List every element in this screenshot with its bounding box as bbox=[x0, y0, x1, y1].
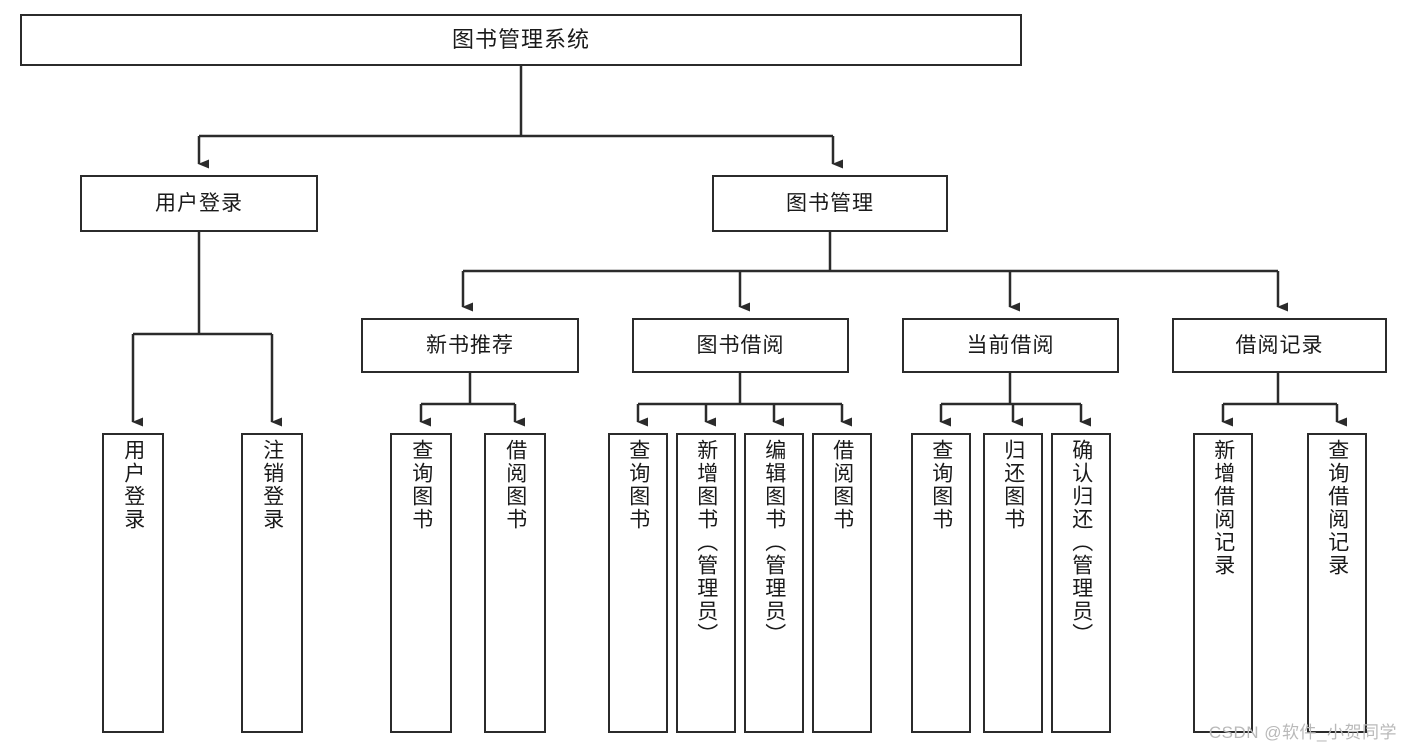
node-label: 借阅图书 bbox=[503, 439, 527, 531]
node-label: 查询图书 bbox=[929, 439, 953, 531]
node-leaf-return-book[interactable]: 归还图书 bbox=[983, 433, 1043, 733]
node-leaf-user-login[interactable]: 用户登录 bbox=[102, 433, 164, 733]
node-label: 用户登录 bbox=[155, 191, 243, 215]
node-leaf-borrow-book[interactable]: 借阅图书 bbox=[812, 433, 872, 733]
node-label: 查询图书 bbox=[626, 439, 650, 531]
node-leaf-add-book-admin[interactable]: 新增图书（管理员） bbox=[676, 433, 736, 733]
edge-newbook-to-leaves bbox=[419, 373, 525, 427]
node-label: 图书借阅 bbox=[696, 333, 785, 357]
node-label: 编辑图书（管理员） bbox=[762, 439, 786, 646]
node-leaf-query-book-borrow[interactable]: 查询图书 bbox=[608, 433, 668, 733]
node-current-borrow[interactable]: 当前借阅 bbox=[902, 318, 1119, 373]
edge-borrowrecord-to-leaves bbox=[1221, 373, 1347, 427]
node-label: 图书管理系统 bbox=[451, 26, 590, 52]
node-label: 注销登录 bbox=[260, 439, 284, 531]
watermark-text: CSDN @软件_小贺同学 bbox=[1208, 723, 1397, 742]
node-root-system[interactable]: 图书管理系统 bbox=[20, 14, 1022, 66]
node-label: 借阅图书 bbox=[830, 439, 854, 531]
node-leaf-edit-book-admin[interactable]: 编辑图书（管理员） bbox=[744, 433, 804, 733]
node-book-borrow[interactable]: 图书借阅 bbox=[632, 318, 849, 373]
edge-bookborrow-to-leaves bbox=[636, 373, 852, 427]
node-leaf-add-borrow-record[interactable]: 新增借阅记录 bbox=[1193, 433, 1253, 733]
node-leaf-query-borrow-record[interactable]: 查询借阅记录 bbox=[1307, 433, 1367, 733]
edge-bookmanage-to-level3 bbox=[461, 232, 1288, 312]
node-label: 查询图书 bbox=[409, 439, 433, 531]
node-leaf-confirm-return-admin[interactable]: 确认归还（管理员） bbox=[1051, 433, 1111, 733]
node-leaf-borrow-book-recommend[interactable]: 借阅图书 bbox=[484, 433, 546, 733]
node-label: 借阅记录 bbox=[1235, 333, 1324, 357]
node-label: 用户登录 bbox=[121, 439, 145, 531]
node-user-login[interactable]: 用户登录 bbox=[80, 175, 318, 232]
node-label: 新书推荐 bbox=[426, 333, 514, 357]
edge-currentborrow-to-leaves bbox=[939, 373, 1091, 427]
edge-root-to-level2 bbox=[197, 66, 843, 169]
node-borrow-record[interactable]: 借阅记录 bbox=[1172, 318, 1387, 373]
node-leaf-logout[interactable]: 注销登录 bbox=[241, 433, 303, 733]
node-label: 确认归还（管理员） bbox=[1069, 439, 1093, 646]
node-label: 归还图书 bbox=[1001, 439, 1025, 531]
node-label: 当前借阅 bbox=[966, 333, 1055, 357]
node-leaf-query-book-recommend[interactable]: 查询图书 bbox=[390, 433, 452, 733]
node-leaf-query-book-current[interactable]: 查询图书 bbox=[911, 433, 971, 733]
node-label: 新增图书（管理员） bbox=[694, 439, 718, 646]
node-label: 新增借阅记录 bbox=[1211, 439, 1235, 577]
node-new-book-recommend[interactable]: 新书推荐 bbox=[361, 318, 579, 373]
edge-userlogin-to-leaves bbox=[131, 232, 282, 427]
node-book-manage[interactable]: 图书管理 bbox=[712, 175, 948, 232]
node-label: 查询借阅记录 bbox=[1325, 439, 1349, 577]
node-label: 图书管理 bbox=[786, 191, 874, 215]
